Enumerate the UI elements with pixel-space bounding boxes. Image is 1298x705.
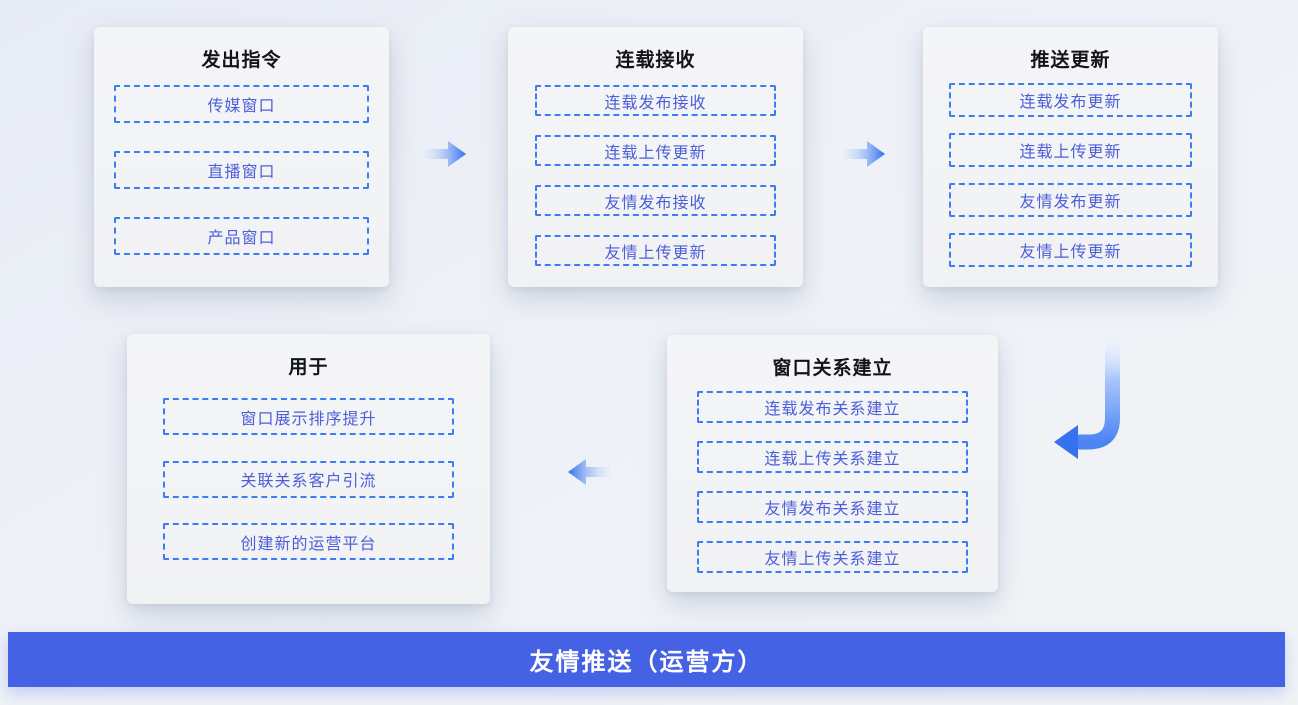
node-live-window: 直播窗口 — [114, 151, 369, 189]
card-title: 连载接收 — [615, 50, 696, 71]
node-relation-customer-traffic: 关联关系客户引流 — [163, 460, 454, 498]
footer-banner: 友情推送（运营方） — [8, 632, 1285, 687]
arrow-right-icon — [843, 139, 885, 169]
card-node-list: 连载发布关系建立 连载上传关系建立 友情发布关系建立 友情上传关系建立 — [697, 391, 968, 573]
node-serial-publish-relation: 连载发布关系建立 — [697, 391, 968, 423]
card-title: 推送更新 — [1030, 50, 1111, 71]
node-serial-upload-update: 连载上传更新 — [535, 135, 776, 166]
card-window-relation: 窗口关系建立 连载发布关系建立 连载上传关系建立 友情发布关系建立 友情上传关系… — [667, 335, 998, 592]
node-serial-publish-receive: 连载发布接收 — [535, 85, 776, 116]
card-issue-commands: 发出指令 传媒窗口 直播窗口 产品窗口 — [94, 27, 389, 287]
node-friend-upload-relation: 友情上传关系建立 — [697, 541, 968, 573]
footer-banner-label: 友情推送（运营方） — [529, 649, 764, 676]
node-friend-publish-receive: 友情发布接收 — [535, 185, 776, 216]
card-node-list: 窗口展示排序提升 关联关系客户引流 创建新的运营平台 — [163, 398, 454, 560]
node-create-new-operation-platform: 创建新的运营平台 — [163, 523, 454, 560]
card-node-list: 传媒窗口 直播窗口 产品窗口 — [114, 85, 369, 255]
node-friend-upload-update: 友情上传更新 — [535, 235, 776, 266]
card-title: 窗口关系建立 — [772, 358, 893, 379]
card-node-list: 连载发布接收 连载上传更新 友情发布接收 友情上传更新 — [535, 85, 776, 266]
node-product-window: 产品窗口 — [114, 217, 369, 255]
node-friend-publish-relation: 友情发布关系建立 — [697, 491, 968, 523]
node-serial-publish-update: 连载发布更新 — [949, 83, 1192, 117]
card-serial-receive: 连载接收 连载发布接收 连载上传更新 友情发布接收 友情上传更新 — [508, 27, 803, 287]
node-friend-publish-update: 友情发布更新 — [949, 183, 1192, 217]
node-media-window: 传媒窗口 — [114, 85, 369, 123]
card-title: 用于 — [288, 357, 329, 378]
node-serial-upload-relation: 连载上传关系建立 — [697, 441, 968, 473]
card-used-for: 用于 窗口展示排序提升 关联关系客户引流 创建新的运营平台 — [127, 334, 490, 604]
card-node-list: 连载发布更新 连载上传更新 友情发布更新 友情上传更新 — [949, 83, 1192, 267]
arrow-down-left-icon — [1052, 326, 1124, 462]
arrow-right-icon — [424, 139, 466, 169]
node-friend-upload-update: 友情上传更新 — [949, 233, 1192, 267]
arrow-left-icon — [568, 457, 610, 487]
card-push-update: 推送更新 连载发布更新 连载上传更新 友情发布更新 友情上传更新 — [923, 27, 1218, 287]
node-window-display-rank-boost: 窗口展示排序提升 — [163, 398, 454, 435]
node-serial-upload-update: 连载上传更新 — [949, 133, 1192, 167]
card-title: 发出指令 — [201, 50, 282, 71]
